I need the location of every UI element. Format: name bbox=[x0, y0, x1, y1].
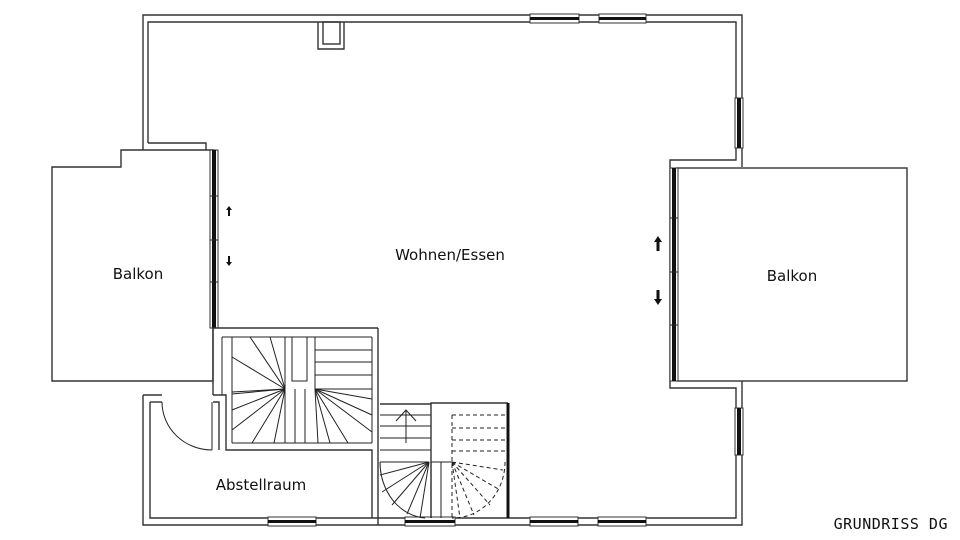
balcony-door-left bbox=[209, 149, 219, 329]
stair-tread bbox=[391, 461, 430, 506]
arrow-up-icon bbox=[226, 206, 232, 216]
stair-outline bbox=[451, 461, 506, 519]
stair-tread bbox=[231, 356, 286, 390]
arrow-down-icon bbox=[654, 290, 662, 305]
exterior-walls bbox=[142, 14, 743, 526]
stair-tread bbox=[231, 388, 286, 393]
stair-tread bbox=[379, 461, 430, 476]
stair-tread bbox=[314, 388, 331, 444]
stair-tread bbox=[314, 388, 373, 433]
staircase-secondary bbox=[379, 402, 510, 519]
stair-tread bbox=[419, 461, 430, 519]
stair-tread bbox=[273, 388, 286, 444]
stair-tread bbox=[231, 388, 286, 411]
staircase-main bbox=[212, 327, 378, 444]
stair-tread bbox=[381, 461, 430, 493]
stair-tread bbox=[231, 388, 286, 431]
stair-tread bbox=[314, 388, 373, 416]
stair-tread bbox=[314, 388, 349, 444]
stair-tread bbox=[451, 461, 504, 471]
chimney bbox=[317, 21, 345, 50]
room-label-balcony-right: Balkon bbox=[767, 267, 818, 285]
plan-title: GRUNDRISS DG bbox=[834, 515, 948, 533]
stair-direction-arrow-icon bbox=[395, 409, 417, 443]
stair-tread bbox=[451, 461, 461, 519]
stair-tread bbox=[249, 336, 286, 390]
stair-tread bbox=[406, 461, 430, 515]
stair-tread bbox=[251, 388, 286, 444]
stair-tread bbox=[451, 461, 491, 506]
stair-tread bbox=[451, 461, 501, 491]
stair-tread bbox=[314, 388, 319, 444]
arrow-up-icon bbox=[654, 236, 662, 251]
room-label-living: Wohnen/Essen bbox=[395, 246, 505, 264]
stair-tread bbox=[451, 461, 475, 516]
stair-tread bbox=[314, 388, 373, 400]
storage-door[interactable] bbox=[161, 401, 213, 451]
arrow-down-icon bbox=[226, 256, 232, 266]
room-label-storage: Abstellraum bbox=[216, 476, 307, 494]
stair-tread bbox=[269, 336, 286, 390]
room-label-balcony-left: Balkon bbox=[113, 265, 164, 283]
storage-room bbox=[143, 328, 379, 525]
balcony-door-right bbox=[669, 167, 679, 382]
windows bbox=[267, 13, 744, 527]
